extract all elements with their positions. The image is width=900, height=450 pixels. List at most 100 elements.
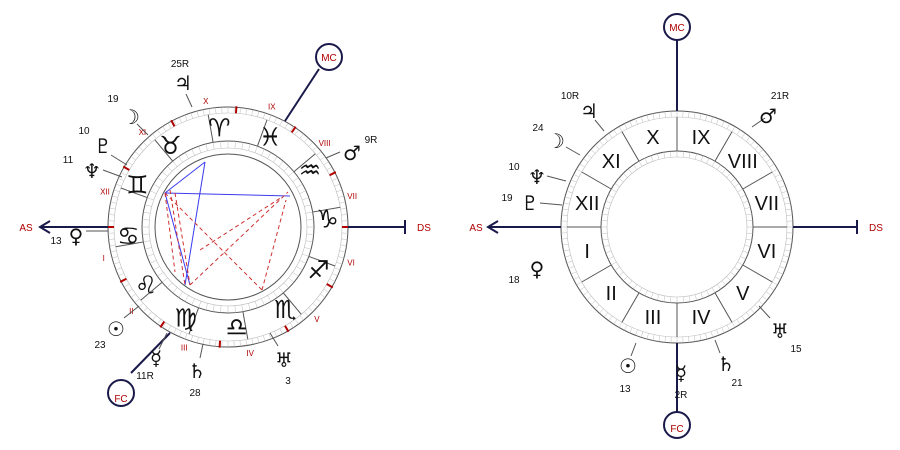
zodiac-sign-icon: ♊: [126, 171, 148, 200]
degree-tick: [320, 293, 326, 298]
degree-tick: [316, 298, 322, 303]
degree-tick: [161, 277, 168, 283]
degree-tick: [765, 291, 771, 296]
degree-tick: [784, 249, 791, 252]
degree-tick: [750, 140, 755, 146]
degree-tick: [682, 296, 684, 303]
degree-tick: [161, 171, 168, 177]
degree-tick: [663, 152, 666, 159]
aspect-line-square: [174, 192, 191, 286]
degree-tick: [700, 292, 704, 299]
degree-tick: [299, 315, 304, 321]
degree-tick: [605, 200, 612, 204]
degree-tick: [332, 177, 338, 181]
degree-tick: [251, 109, 254, 116]
degree-tick: [608, 256, 614, 260]
house-numeral: XI: [139, 128, 147, 137]
degree-tick: [299, 133, 304, 139]
degree-tick: [110, 201, 117, 204]
degree-tick: [267, 152, 272, 159]
degree-tick: [167, 325, 172, 332]
house-numeral: VII: [755, 193, 779, 215]
saturn-icon: ♄: [188, 359, 206, 383]
degree-tick: [613, 129, 618, 135]
mercury-degree: 11R: [136, 371, 154, 382]
degree-tick: [198, 301, 202, 308]
degree-tick: [220, 141, 222, 149]
aspect-line-square: [261, 199, 287, 291]
house-numeral: II: [606, 283, 617, 305]
divider-line: [282, 292, 302, 315]
degree-tick: [167, 166, 173, 172]
degree-tick: [138, 303, 144, 308]
moon-pointer: [136, 123, 149, 136]
degree-tick: [127, 288, 133, 293]
degree-tick: [561, 238, 568, 240]
degree-tick: [109, 207, 116, 210]
moon-icon: ☽: [122, 105, 140, 129]
degree-tick: [294, 129, 299, 135]
divider-line: [742, 264, 773, 283]
degree-tick: [294, 319, 299, 325]
house-cusp-mark: [159, 320, 166, 328]
degree-tick: [143, 240, 151, 243]
degree-tick: [785, 208, 792, 211]
zodiac-sign-icon: ♏: [274, 295, 296, 324]
degree-tick: [740, 194, 746, 198]
degree-tick: [289, 126, 294, 132]
house-numeral: IV: [692, 307, 712, 329]
degree-tick: [143, 211, 151, 214]
divider-line: [293, 153, 316, 173]
degree-tick: [562, 243, 569, 246]
degree-tick: [710, 331, 714, 338]
saturn-degree: 21: [731, 378, 743, 389]
degree-tick: [736, 129, 741, 135]
degree-tick: [220, 305, 222, 313]
degree-tick: [212, 142, 215, 150]
degree-tick: [336, 189, 343, 193]
degree-tick: [594, 144, 600, 150]
saturn-degree: 28: [189, 388, 201, 399]
degree-tick: [602, 213, 609, 216]
uranus-degree: 3: [285, 376, 291, 387]
sun-icon: ☉: [107, 317, 125, 341]
degree-tick: [127, 161, 133, 166]
degree-tick: [196, 111, 199, 117]
degree-tick: [688, 152, 691, 159]
jupiter-pointer: [185, 93, 193, 108]
mars-degree: 21R: [771, 91, 789, 102]
degree-tick: [184, 114, 188, 121]
fc-circle: [663, 411, 691, 439]
degree-tick: [741, 315, 746, 321]
degree-tick: [296, 183, 303, 188]
degree-tick: [731, 126, 736, 132]
degree-tick: [147, 311, 152, 317]
degree-tick: [241, 142, 244, 150]
degree-tick: [130, 293, 136, 298]
degree-tick: [305, 240, 313, 243]
degree-tick: [149, 260, 157, 264]
degree-tick: [716, 329, 719, 336]
degree-tick: [147, 197, 154, 201]
aspect-line-square: [189, 191, 289, 286]
mercury-degree: 2R: [675, 390, 688, 401]
degree-tick: [120, 172, 127, 176]
degree-tick: [614, 183, 620, 188]
neptune-degree: 11: [63, 155, 74, 166]
house-numeral: XII: [575, 193, 599, 215]
degree-tick: [142, 219, 150, 221]
zodiac-sign-icon: ♒: [299, 156, 321, 185]
degree-tick: [603, 312, 608, 318]
degree-tick: [205, 143, 208, 151]
degree-tick: [302, 253, 309, 257]
divider-line: [621, 131, 640, 162]
degree-tick: [740, 256, 746, 260]
aspect-circle: [154, 153, 302, 301]
degree-tick: [618, 271, 624, 277]
degree-tick: [341, 214, 348, 216]
degree-tick: [167, 122, 172, 129]
degree-tick: [705, 114, 708, 121]
saturn-pointer: [714, 339, 721, 354]
zodiac-sign-icon: ♐: [307, 255, 329, 284]
